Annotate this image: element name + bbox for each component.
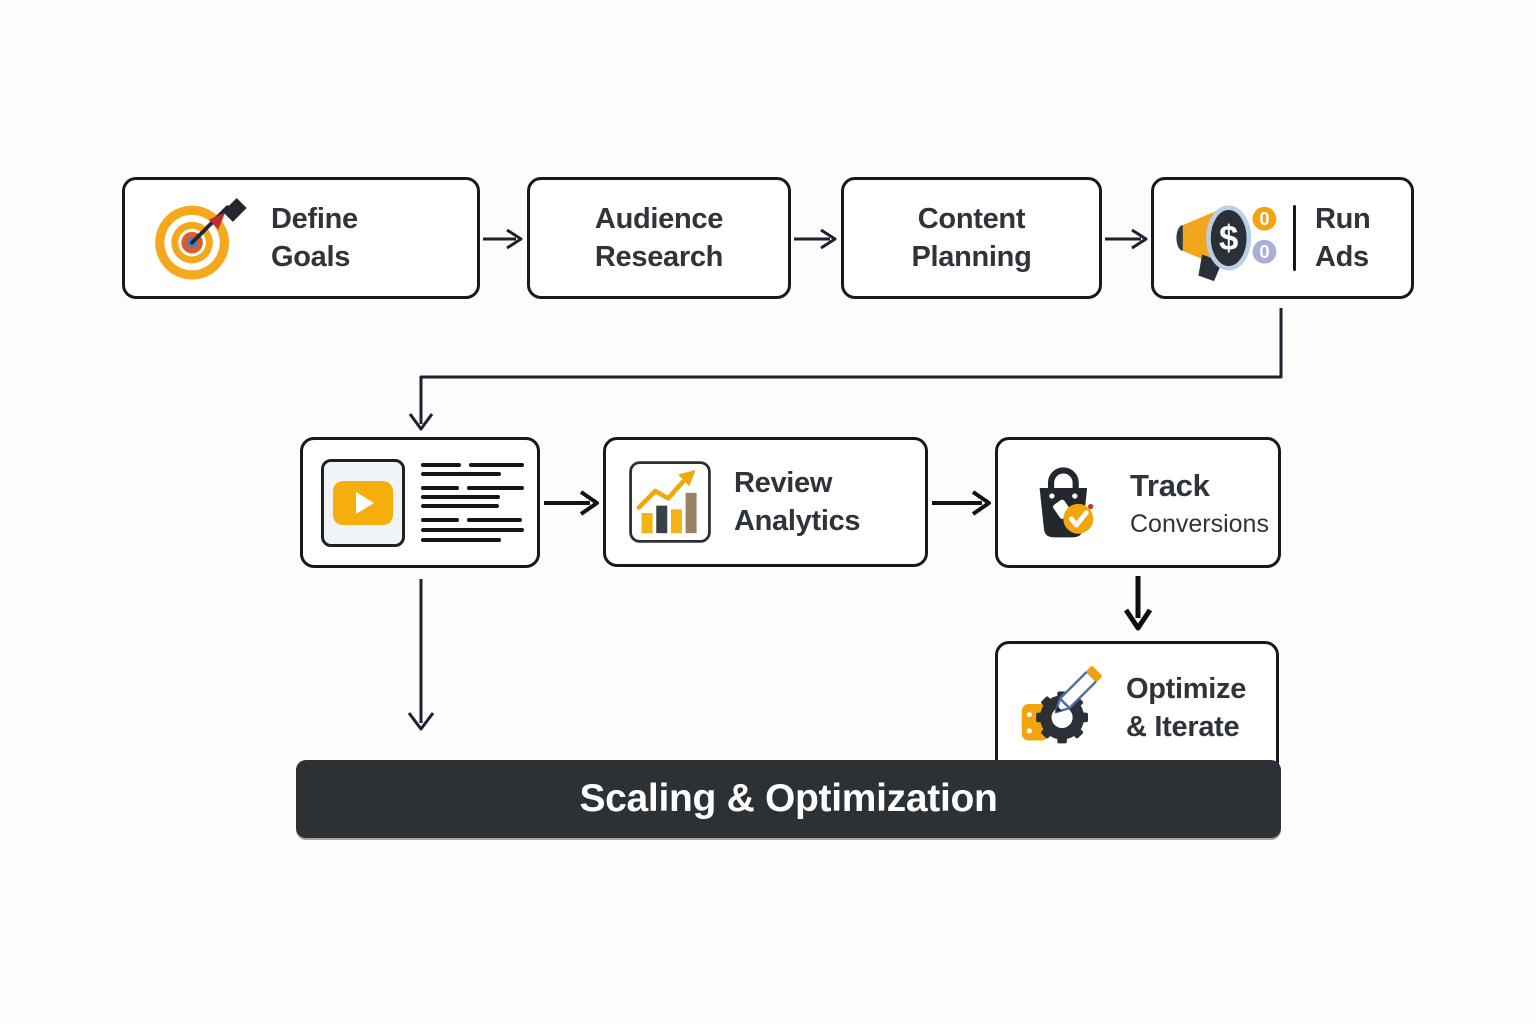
node-track-conversions: Track Conversions bbox=[995, 437, 1281, 568]
node-label: Audience Research bbox=[595, 200, 723, 277]
megaphone-icon: $ 0 0 bbox=[1176, 205, 1277, 282]
arrow-define-to-audience bbox=[483, 228, 523, 250]
node-label: Define Goals bbox=[271, 200, 358, 277]
video-play-icon bbox=[321, 458, 405, 547]
label-line-2: Conversions bbox=[1130, 509, 1269, 538]
label-line-1: Content bbox=[917, 202, 1026, 235]
node-audience-research: Audience Research bbox=[527, 177, 791, 299]
text-line bbox=[421, 472, 524, 476]
label-line-1: Define bbox=[271, 202, 358, 235]
coin-bottom-glyph: 0 bbox=[1259, 241, 1269, 262]
arrow-video-to-banner bbox=[407, 579, 435, 731]
arrow-runads-to-video bbox=[408, 308, 1283, 431]
node-review-analytics: Review Analytics bbox=[603, 437, 928, 567]
label-line-1: Optimize bbox=[1126, 673, 1247, 705]
label-line-2: & Iterate bbox=[1126, 711, 1240, 744]
bar-chart-icon bbox=[629, 461, 711, 543]
text-line bbox=[421, 528, 524, 532]
text-line bbox=[421, 495, 524, 499]
label-line-1: Review bbox=[734, 466, 833, 499]
gear-pencil-icon bbox=[1021, 666, 1102, 744]
coin-top-glyph: 0 bbox=[1259, 208, 1269, 229]
scaling-optimization-banner: Scaling & Optimization bbox=[296, 760, 1281, 838]
arrow-track-to-optimize bbox=[1123, 576, 1153, 631]
play-triangle bbox=[356, 491, 374, 514]
arrow-content-to-runads bbox=[1105, 228, 1148, 250]
banner-label: Scaling & Optimization bbox=[579, 777, 998, 820]
target-icon bbox=[155, 198, 247, 280]
label-line-1: Audience bbox=[594, 202, 724, 235]
shopping-bag-check-icon bbox=[1039, 466, 1094, 537]
label-line-2: Research bbox=[594, 241, 724, 273]
node-run-ads: $ 0 0 Run Ads bbox=[1151, 177, 1414, 299]
node-label: Review Analytics bbox=[734, 464, 861, 541]
node-define-goals: Define Goals bbox=[122, 177, 480, 299]
node-content-planning: Content Planning bbox=[841, 177, 1102, 299]
text-lines-graphic bbox=[421, 463, 524, 542]
node-label: Track Conversions bbox=[1130, 466, 1269, 539]
dollar-glyph: $ bbox=[1219, 219, 1238, 258]
node-label: Content Planning bbox=[911, 200, 1031, 277]
node-label: Optimize & Iterate bbox=[1126, 670, 1246, 747]
label-line-2: Ads bbox=[1315, 241, 1369, 273]
arrow-audience-to-content bbox=[794, 228, 837, 250]
label-line-1: Track bbox=[1130, 468, 1210, 504]
text-line bbox=[421, 463, 524, 467]
label-line-2: Goals bbox=[271, 241, 351, 273]
vertical-divider bbox=[1293, 205, 1296, 271]
text-line bbox=[421, 486, 524, 490]
label-line-2: Planning bbox=[911, 241, 1032, 273]
node-label: Run Ads bbox=[1315, 200, 1371, 277]
arrow-review-to-track bbox=[932, 490, 991, 516]
node-video-content-card bbox=[300, 437, 540, 568]
label-line-2: Analytics bbox=[734, 505, 861, 537]
arrow-video-to-review bbox=[544, 490, 599, 516]
text-line bbox=[421, 538, 524, 542]
text-line bbox=[421, 504, 524, 508]
text-line bbox=[421, 518, 524, 522]
label-line-1: Run bbox=[1315, 202, 1371, 235]
play-button-icon bbox=[333, 480, 393, 525]
